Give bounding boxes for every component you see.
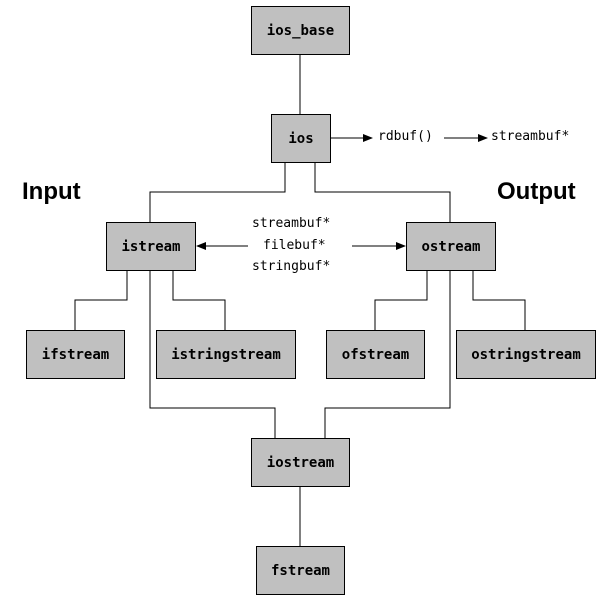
node-ofstream: ofstream bbox=[326, 330, 425, 379]
edge-istream-iostream bbox=[149, 271, 276, 438]
node-ostream: ostream bbox=[406, 222, 496, 271]
edge-ios-istream bbox=[149, 163, 286, 222]
buffer-label-streambuf: streambuf* bbox=[252, 216, 331, 231]
edge-ostream-ofstream bbox=[374, 271, 428, 330]
node-istringstream: istringstream bbox=[156, 330, 296, 379]
node-fstream: fstream bbox=[256, 546, 345, 595]
output-label: Output bbox=[497, 178, 576, 205]
edge-istream-istringstream bbox=[172, 271, 226, 330]
edge-istream-ifstream bbox=[74, 271, 128, 330]
node-iostream: iostream bbox=[251, 438, 350, 487]
buffer-label-stringbuf: stringbuf* bbox=[252, 259, 331, 274]
input-label: Input bbox=[22, 178, 81, 205]
buffer-label-filebuf: filebuf* bbox=[263, 238, 326, 253]
streambuf-target-label: streambuf* bbox=[491, 129, 570, 144]
edge-ostream-ostringstream bbox=[472, 271, 526, 330]
node-ostringstream: ostringstream bbox=[456, 330, 596, 379]
edge-ostream-iostream bbox=[324, 271, 451, 438]
edge-ios-ostream bbox=[314, 163, 451, 222]
node-ios_base: ios_base bbox=[251, 6, 350, 55]
node-ifstream: ifstream bbox=[26, 330, 125, 379]
node-ios: ios bbox=[271, 114, 331, 163]
node-istream: istream bbox=[106, 222, 196, 271]
rdbuf-label: rdbuf() bbox=[378, 129, 433, 144]
